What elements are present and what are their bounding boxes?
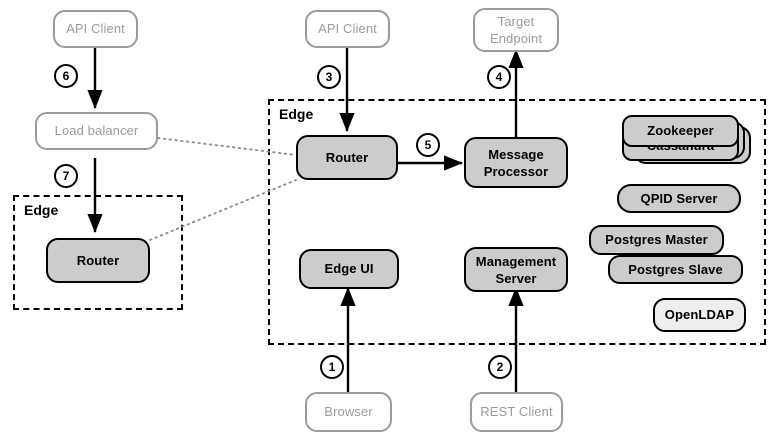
step-marker-2: 2 [488, 355, 512, 379]
node-target-endpoint[interactable]: Target Endpoint [473, 8, 559, 52]
node-load-balancer[interactable]: Load balancer [35, 112, 158, 150]
node-target-endpoint-line2: Endpoint [489, 31, 543, 46]
node-openldap[interactable]: OpenLDAP [653, 298, 746, 332]
node-rest-client[interactable]: REST Client [470, 392, 563, 432]
node-router-left[interactable]: Router [46, 238, 150, 283]
node-postgres-master[interactable]: Postgres Master [589, 225, 724, 255]
node-zookeeper[interactable]: Zookeeper [622, 115, 739, 147]
step-marker-5: 5 [416, 133, 440, 157]
node-api-client-left[interactable]: API Client [53, 10, 138, 48]
node-edge-ui[interactable]: Edge UI [299, 249, 399, 289]
node-postgres-slave[interactable]: Postgres Slave [608, 255, 743, 284]
step-marker-4: 4 [487, 65, 511, 89]
group-edge-main-label: Edge [279, 106, 314, 122]
node-router-main[interactable]: Router [296, 135, 398, 180]
node-message-processor-line1: Message [488, 146, 544, 162]
step-marker-3: 3 [317, 65, 341, 89]
node-message-processor-line2: Processor [483, 163, 549, 179]
node-qpid-server[interactable]: QPID Server [617, 184, 741, 213]
node-api-client-top[interactable]: API Client [305, 10, 390, 48]
group-edge-left-label: Edge [24, 202, 59, 218]
group-edge-left [13, 195, 183, 310]
node-management-server-line1: Management [475, 253, 557, 269]
node-browser[interactable]: Browser [305, 392, 392, 432]
step-marker-1: 1 [320, 355, 344, 379]
step-marker-6: 6 [54, 64, 78, 88]
step-marker-7: 7 [54, 164, 78, 188]
node-management-server[interactable]: Management Server [464, 247, 568, 292]
node-management-server-line2: Server [495, 270, 537, 286]
node-target-endpoint-line1: Target [497, 14, 535, 29]
node-message-processor[interactable]: Message Processor [464, 137, 568, 188]
